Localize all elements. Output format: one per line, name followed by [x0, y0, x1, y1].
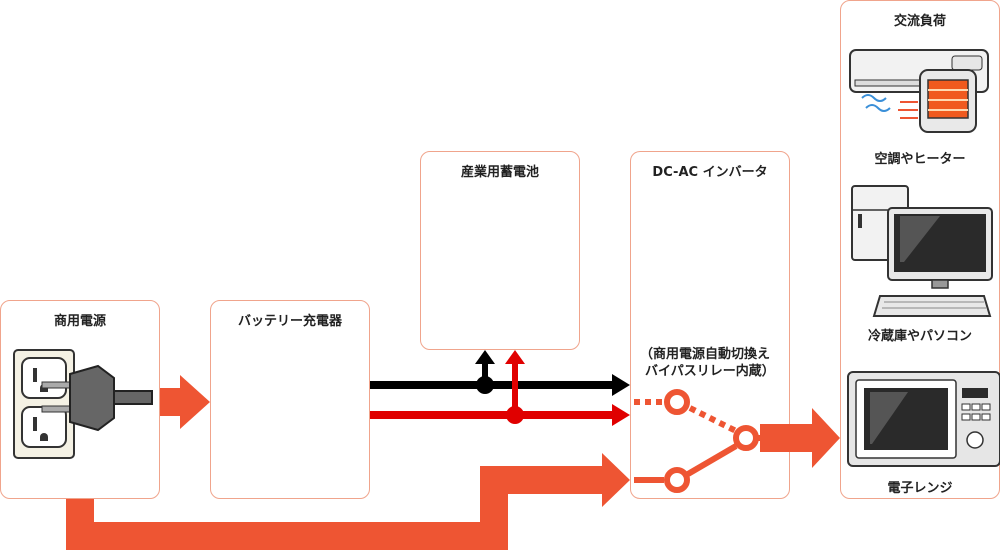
inverter-title: DC-AC インバータ [652, 165, 768, 180]
ac-load-title: 交流負荷 [893, 14, 946, 29]
bypass-relay-switch [634, 389, 770, 493]
bypass-power-path [66, 453, 630, 550]
battery-box: 産業用蓄電池 [420, 151, 580, 350]
battery-title: 産業用蓄電池 [460, 165, 539, 180]
load-label-microwave: 電子レンジ [887, 481, 953, 496]
power-arrow-to-loads [760, 408, 840, 468]
load-label-aircon: 空調やヒーター [874, 152, 966, 167]
inverter-note-line2: バイパスリレー内蔵） [645, 364, 775, 379]
load-label-fridge-pc: 冷蔵庫やパソコン [867, 329, 972, 344]
power-arrow-to-charger [160, 375, 210, 429]
charger-title: バッテリー充電器 [237, 314, 342, 329]
inverter-note-line1: （商用電源自動切換え [640, 347, 771, 362]
refrigerator-computer-icon [851, 185, 993, 317]
dc-positive-line [370, 350, 630, 426]
microwave-icon [847, 371, 1000, 467]
air-conditioner-heater-icon [849, 49, 989, 133]
commercial-power-title: 商用電源 [53, 314, 106, 329]
charger-box: バッテリー充電器 [210, 300, 370, 499]
dc-negative-line [370, 350, 630, 396]
outlet-plug-icon [13, 349, 153, 459]
